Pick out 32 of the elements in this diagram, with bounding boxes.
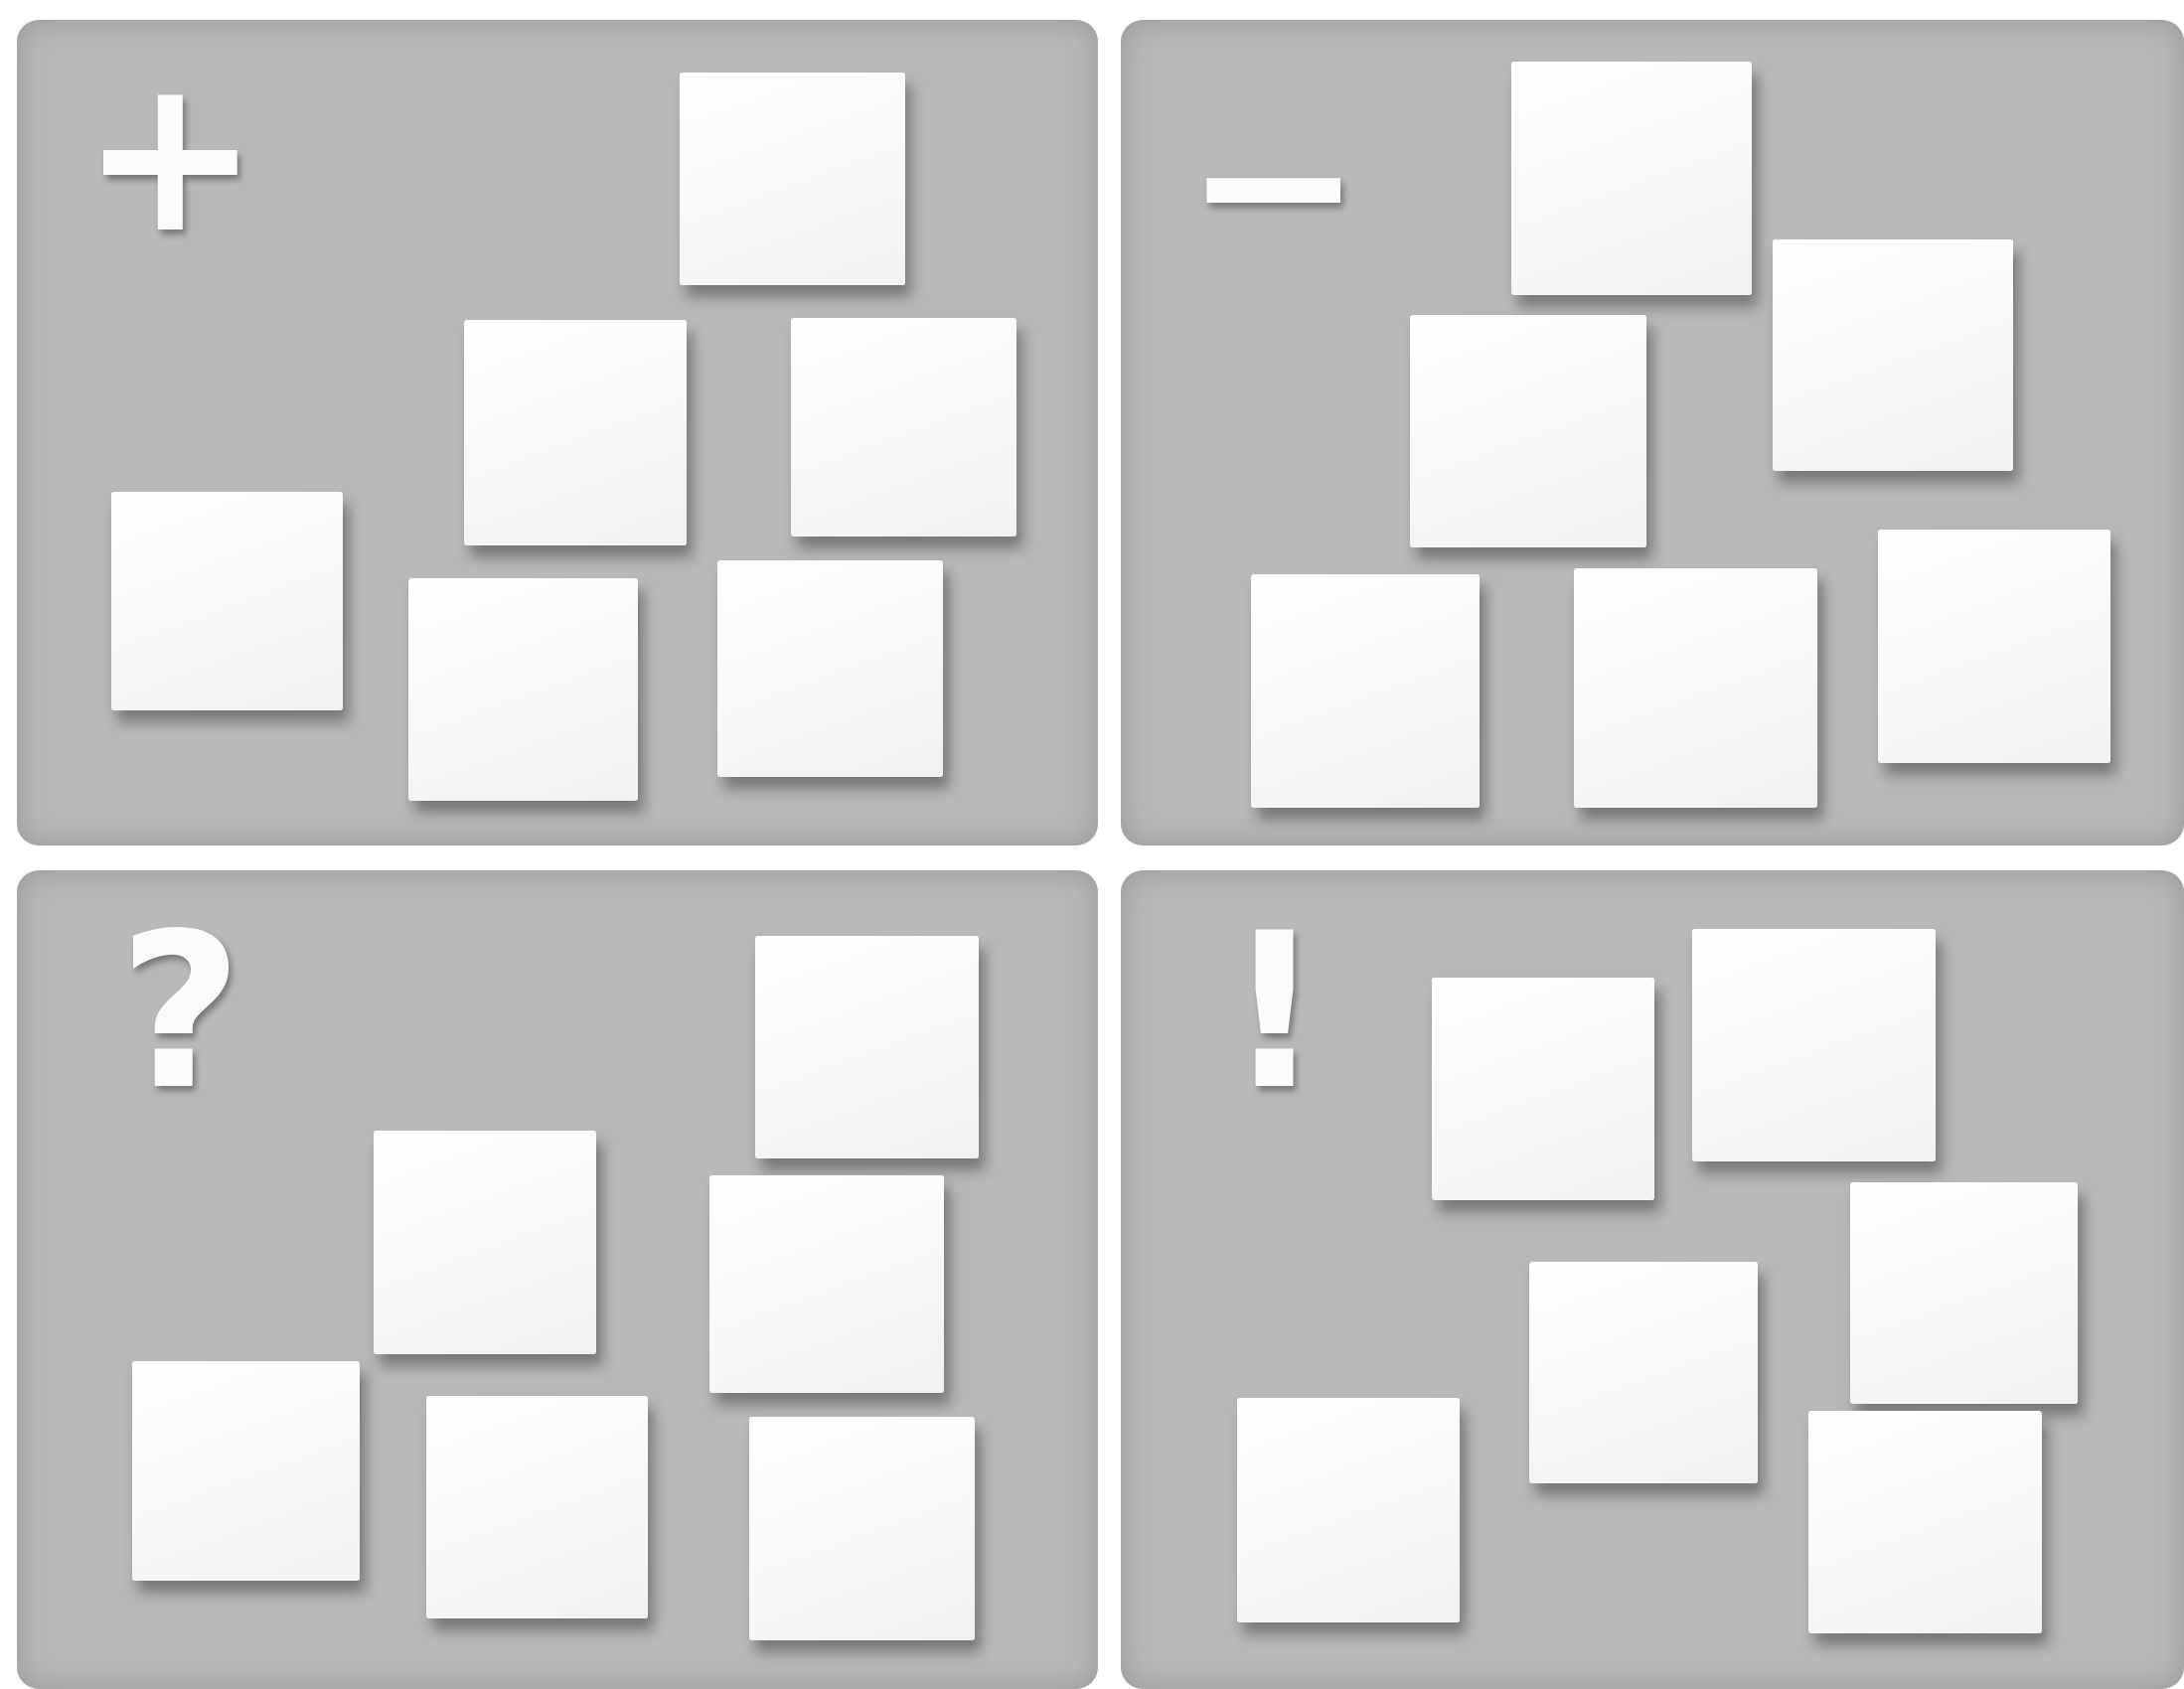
sticky-note (463, 320, 688, 546)
sticky-note (749, 1416, 976, 1641)
symbol-text: ! (1225, 905, 1324, 1120)
panel (16, 870, 1098, 1689)
sticky-note (1409, 314, 1646, 547)
sticky-note (1529, 1262, 1759, 1483)
sticky-note (1692, 929, 1937, 1162)
sticky-note (373, 1131, 596, 1354)
sticky-note (1432, 978, 1655, 1201)
sticky-note (716, 559, 943, 778)
panel (1121, 870, 2184, 1689)
panel (1121, 19, 2184, 845)
sticky-note (680, 72, 906, 286)
sticky-note (1773, 239, 2013, 471)
sticky-note (754, 936, 980, 1159)
sticky-note (425, 1395, 648, 1618)
symbol-text: − (1183, 77, 1363, 291)
sticky-note (1807, 1411, 2042, 1634)
sticky-note (132, 1360, 360, 1581)
sticky-note (1877, 529, 2110, 764)
sticky-note (407, 577, 638, 801)
sticky-note (1510, 61, 1753, 296)
sticky-note (708, 1175, 945, 1393)
sticky-note (1574, 567, 1818, 808)
panel (16, 19, 1098, 845)
sticky-note (791, 317, 1017, 537)
sticky-note (1849, 1182, 2079, 1404)
sticky-note (111, 491, 343, 710)
sticky-note (1250, 573, 1480, 809)
sticky-note (1236, 1398, 1461, 1623)
symbol-text: + (80, 49, 260, 263)
symbol-text: ? (118, 905, 242, 1120)
